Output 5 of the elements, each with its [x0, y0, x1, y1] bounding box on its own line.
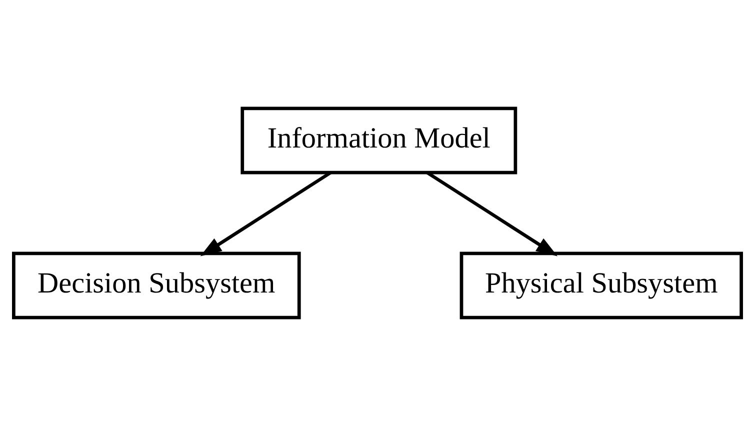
node-box: Information Model [240, 106, 518, 174]
arrow [200, 171, 332, 256]
node-box: Decision Subsystem [12, 252, 301, 320]
node-box: Physical Subsystem [460, 252, 743, 320]
arrow [426, 171, 558, 256]
